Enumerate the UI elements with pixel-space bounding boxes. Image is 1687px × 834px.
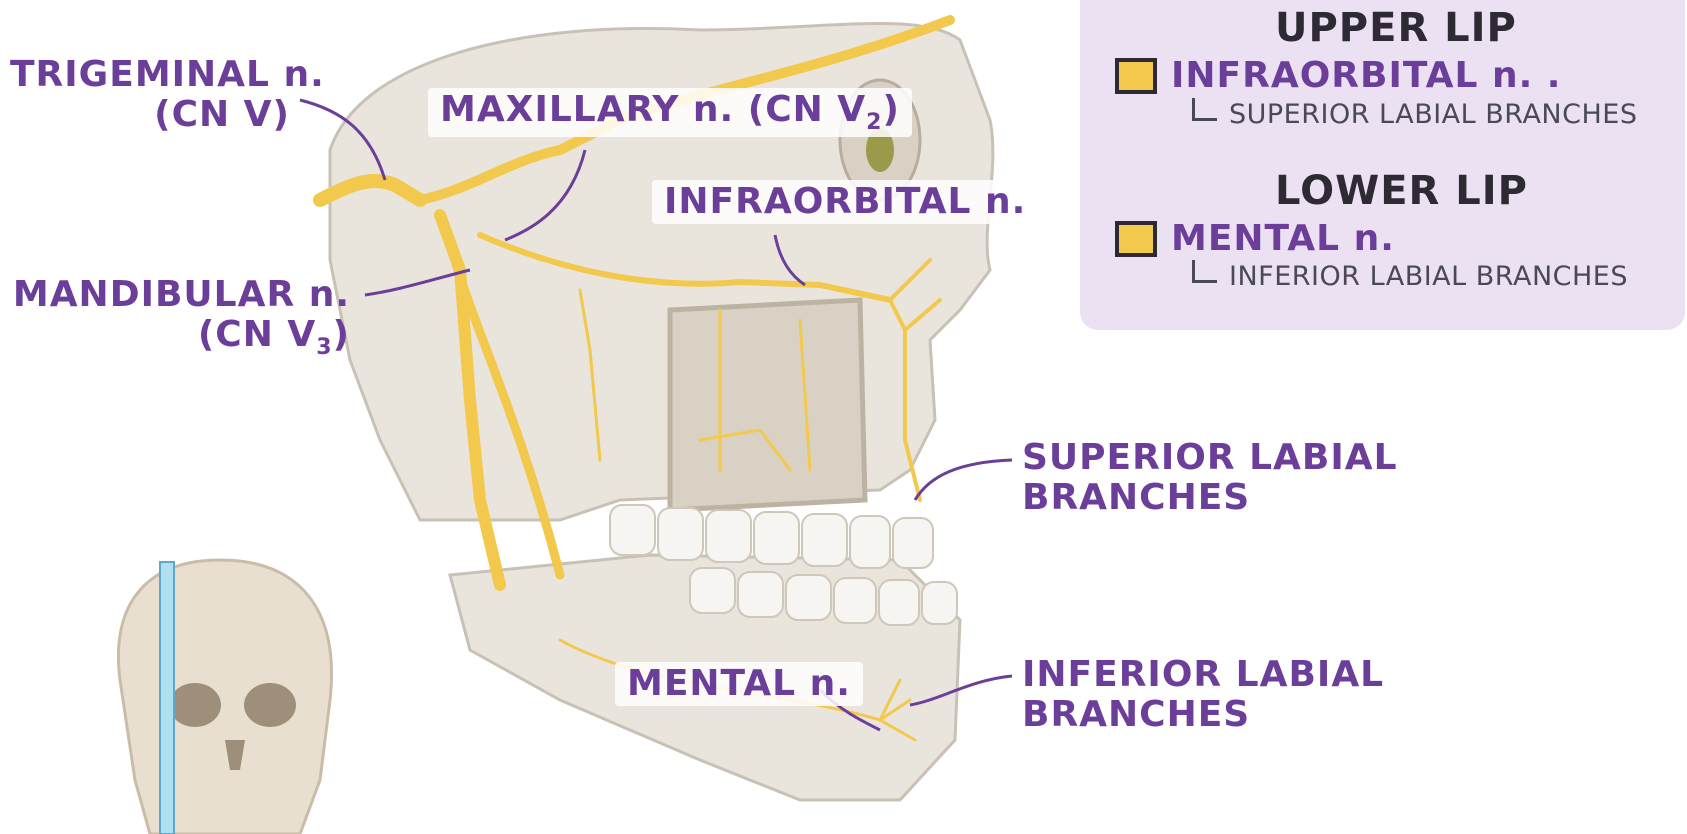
legend-lower-nerve: MENTAL n.: [1171, 218, 1395, 259]
label-trigeminal: TRIGEMINAL n. (CN V): [10, 55, 290, 135]
label-infraorbital: INFRAORBITAL n.: [652, 180, 1038, 224]
label-maxillary: MAXILLARY n. (CN V2): [428, 88, 912, 137]
legend-lower-swatch: [1115, 221, 1157, 257]
legend-lower-branch: INFERIOR LABIAL BRANCHES: [1192, 260, 1628, 292]
maxillary-sinus-window: [670, 300, 865, 510]
legend-lower-branch-hook: [1192, 260, 1217, 283]
legend-lower-row: MENTAL n.: [1115, 218, 1395, 259]
legend-upper-swatch: [1115, 58, 1157, 94]
legend-upper-row: INFRAORBITAL n. .: [1115, 55, 1561, 96]
sagittal-plane-marker: [160, 562, 174, 834]
label-mandibular-line1: MANDIBULAR n.: [10, 275, 350, 315]
label-inferior-labial-branches: INFERIOR LABIAL BRANCHES: [1022, 655, 1384, 735]
label-mandibular: MANDIBULAR n. (CN V3): [10, 275, 350, 360]
maxillary-subscript: 2: [866, 110, 882, 135]
label-trigeminal-line1: TRIGEMINAL n.: [10, 55, 290, 95]
legend-upper-branch: SUPERIOR LABIAL BRANCHES: [1192, 98, 1637, 130]
legend-upper-heading: UPPER LIP: [1275, 5, 1517, 51]
skull-inset: [118, 560, 331, 834]
legend-upper-nerve: INFRAORBITAL n. .: [1171, 55, 1561, 96]
label-mental: MENTAL n.: [615, 662, 863, 706]
legend-lower-heading: LOWER LIP: [1275, 168, 1528, 214]
mandibular-subscript: 3: [316, 335, 332, 360]
label-trigeminal-line2: (CN V): [10, 95, 290, 135]
label-superior-labial-branches: SUPERIOR LABIAL BRANCHES: [1022, 438, 1398, 518]
legend-upper-branch-hook: [1192, 98, 1217, 121]
legend-panel: UPPER LIP INFRAORBITAL n. . SUPERIOR LAB…: [1080, 0, 1685, 330]
label-mandibular-line2: (CN V3): [10, 315, 350, 360]
